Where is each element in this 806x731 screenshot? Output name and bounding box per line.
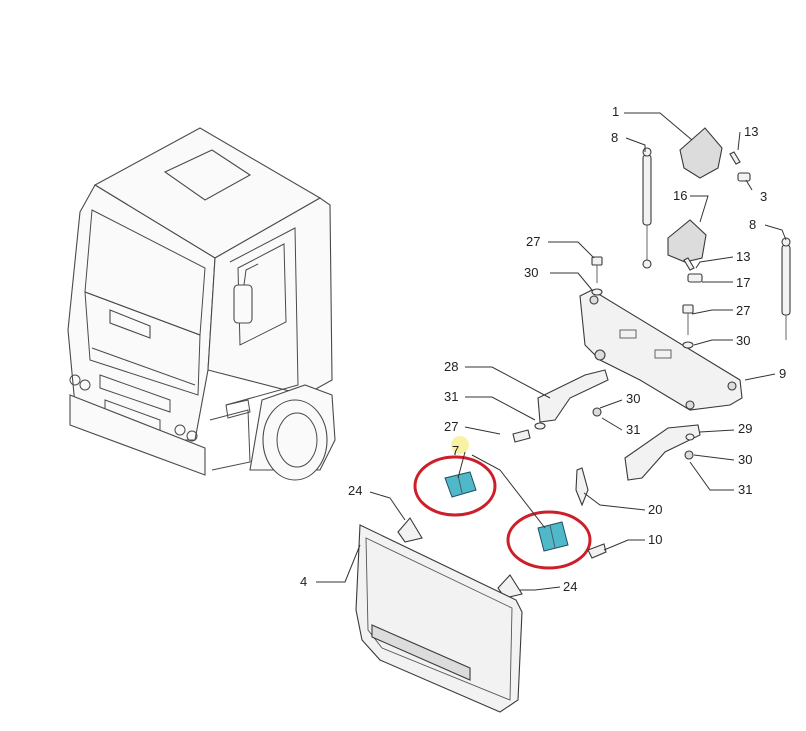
label-16: 16 xyxy=(673,188,687,203)
upper-mount-bracket-1 xyxy=(679,127,723,179)
fasteners-upper xyxy=(683,151,751,283)
label-30-right: 30 xyxy=(736,333,750,348)
label-29: 29 xyxy=(738,421,752,436)
label-20: 20 xyxy=(648,502,662,517)
label-31-left: 31 xyxy=(444,389,458,404)
side-bracket-29 xyxy=(624,424,701,481)
leader-lines xyxy=(316,112,787,591)
part-number-labels: 1 8 13 3 16 8 27 13 30 17 27 30 9 28 31 … xyxy=(300,104,786,594)
bracket-part-24-upper xyxy=(397,517,423,543)
label-27-right: 27 xyxy=(736,303,750,318)
gas-strut-right xyxy=(781,237,791,340)
label-17: 17 xyxy=(736,275,750,290)
label-30-lower: 30 xyxy=(738,452,752,467)
label-27-left: 27 xyxy=(444,419,458,434)
upper-mount-bracket-16 xyxy=(667,219,707,263)
highlight-circle-right xyxy=(506,510,592,570)
label-13-upper: 13 xyxy=(744,124,758,139)
rail-holes xyxy=(589,295,737,410)
label-31-lower: 31 xyxy=(738,482,752,497)
grille-panel-badge xyxy=(371,624,471,681)
label-27-top: 27 xyxy=(526,234,540,249)
label-1: 1 xyxy=(612,104,619,119)
fasteners-side xyxy=(512,407,695,460)
front-grille-panel xyxy=(355,524,523,713)
bolt-27b xyxy=(682,304,694,349)
label-4: 4 xyxy=(300,574,307,589)
hinge-part-7-right xyxy=(537,521,569,552)
gas-strut-left xyxy=(642,147,652,269)
bolt-27a xyxy=(591,256,603,296)
label-10: 10 xyxy=(648,532,662,547)
label-24-upper: 24 xyxy=(348,483,362,498)
label-7: 7 xyxy=(452,443,459,458)
pointer-halo xyxy=(451,436,469,454)
pin-part-10 xyxy=(587,543,607,559)
label-30-mid: 30 xyxy=(626,391,640,406)
label-30-top: 30 xyxy=(524,265,538,280)
highlight-circle-left xyxy=(413,455,497,517)
label-28: 28 xyxy=(444,359,458,374)
label-3: 3 xyxy=(760,189,767,204)
latch-part-20 xyxy=(575,467,589,507)
label-8-upper: 8 xyxy=(611,130,618,145)
label-8-right: 8 xyxy=(749,217,756,232)
truck-cab-illustration xyxy=(67,127,336,481)
label-9: 9 xyxy=(779,366,786,381)
side-bracket-28 xyxy=(537,369,609,423)
label-13-lower: 13 xyxy=(736,249,750,264)
label-31-mid: 31 xyxy=(626,422,640,437)
label-24-lower: 24 xyxy=(563,579,577,594)
